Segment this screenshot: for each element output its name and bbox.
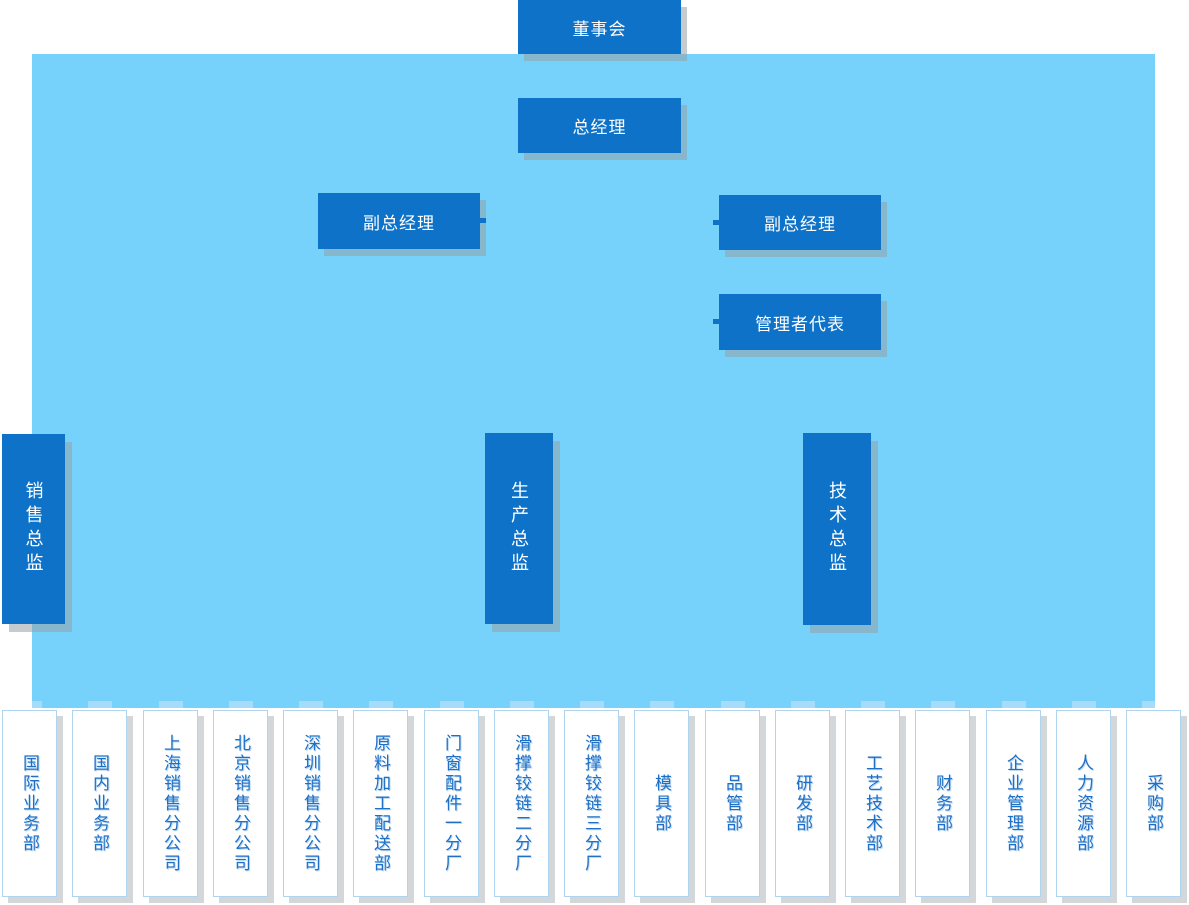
dept-box: 原料加工配送部 — [353, 710, 408, 897]
connector-nub — [228, 701, 253, 708]
connector-nub — [579, 701, 604, 708]
dept-label: 北京销售分公司 — [231, 733, 250, 874]
node-label: 生产总监 — [509, 480, 529, 577]
dept-box: 滑撑铰链二分厂 — [494, 710, 549, 897]
connector-nub — [1071, 701, 1096, 708]
node-label: 总经理 — [572, 118, 627, 137]
dept-box: 研发部 — [775, 710, 830, 897]
dept-label: 人力资源部 — [1074, 753, 1093, 854]
connector-nub — [32, 701, 42, 708]
dept-label: 模具部 — [652, 773, 671, 834]
connector-nub — [860, 701, 885, 708]
node-sales-director: 销售总监 — [2, 434, 65, 624]
node-label: 副总经理 — [764, 215, 836, 234]
connector-nub — [790, 701, 815, 708]
dept-box: 财务部 — [915, 710, 970, 897]
connector-nub — [298, 701, 323, 708]
dept-label: 国际业务部 — [20, 753, 39, 854]
dept-label: 门窗配件一分厂 — [442, 733, 461, 874]
dept-box: 门窗配件一分厂 — [424, 710, 479, 897]
dept-box: 企业管理部 — [986, 710, 1041, 897]
dept-box: 工艺技术部 — [845, 710, 900, 897]
dept-label: 采购部 — [1144, 773, 1163, 834]
dept-label: 原料加工配送部 — [371, 733, 390, 874]
dept-label: 国内业务部 — [90, 753, 109, 854]
connector-nub — [930, 701, 955, 708]
node-label: 技术总监 — [827, 481, 847, 577]
node-label: 副总经理 — [363, 213, 435, 233]
dept-box: 模具部 — [634, 710, 689, 897]
connector-nub — [158, 701, 183, 708]
dept-box: 品管部 — [705, 710, 760, 897]
node-production-director: 生产总监 — [485, 433, 553, 624]
dept-label: 上海销售分公司 — [161, 733, 180, 874]
dept-label: 财务部 — [933, 773, 952, 834]
dept-box: 北京销售分公司 — [213, 710, 268, 897]
dept-label: 工艺技术部 — [863, 753, 882, 854]
connector-nub — [720, 701, 745, 708]
node-general-manager: 总经理 — [518, 98, 681, 153]
dept-box: 采购部 — [1126, 710, 1181, 897]
connector-stub — [713, 220, 719, 225]
node-board-of-directors: 董事会 — [518, 0, 681, 54]
connector-stub — [713, 319, 719, 324]
dept-label: 深圳销售分公司 — [301, 733, 320, 874]
node-label: 董事会 — [572, 19, 627, 39]
node-technical-director: 技术总监 — [803, 433, 871, 625]
dept-box: 人力资源部 — [1056, 710, 1111, 897]
connector-nub — [509, 701, 534, 708]
dept-box: 上海销售分公司 — [143, 710, 198, 897]
dept-label: 品管部 — [723, 773, 742, 834]
dept-box: 深圳销售分公司 — [283, 710, 338, 897]
dept-label: 企业管理部 — [1004, 753, 1023, 854]
dept-box: 国内业务部 — [72, 710, 127, 897]
node-label: 销售总监 — [23, 481, 44, 577]
connector-nub — [1001, 701, 1026, 708]
connector-nub — [87, 701, 112, 708]
connector-nub — [368, 701, 393, 708]
connector-nub — [649, 701, 674, 708]
dept-box: 滑撑铰链三分厂 — [564, 710, 619, 897]
node-deputy-gm-right: 副总经理 — [713, 195, 881, 250]
dept-label: 研发部 — [793, 773, 812, 834]
dept-label: 滑撑铰链二分厂 — [512, 733, 531, 874]
chart-background-panel — [32, 54, 1155, 708]
dept-label: 滑撑铰链三分厂 — [582, 733, 601, 874]
connector-nub — [439, 701, 464, 708]
dept-box: 国际业务部 — [2, 710, 57, 897]
connector-stub — [480, 218, 486, 223]
node-management-representative: 管理者代表 — [713, 294, 881, 350]
connector-nub — [1141, 701, 1155, 708]
node-label: 管理者代表 — [755, 314, 845, 334]
node-deputy-gm-left: 副总经理 — [318, 193, 486, 249]
